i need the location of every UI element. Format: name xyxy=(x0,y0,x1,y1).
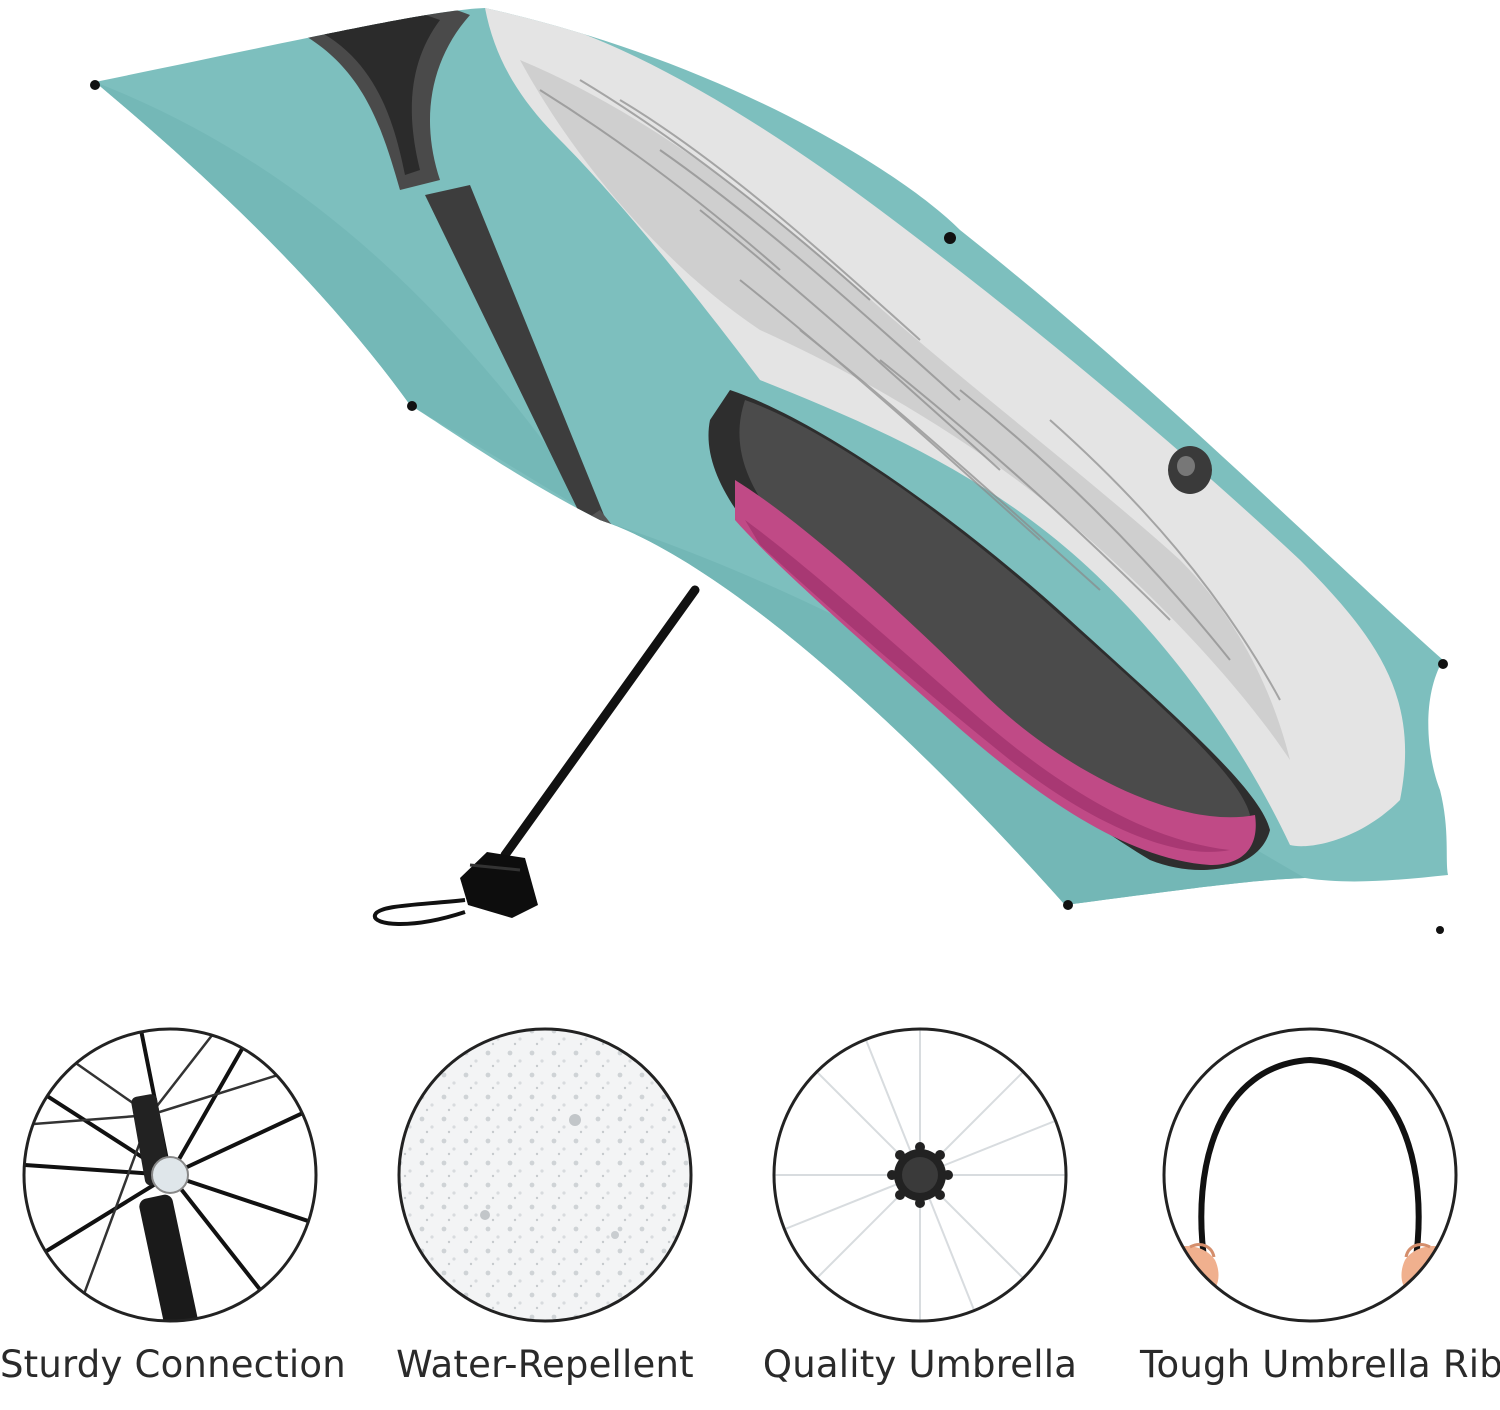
umbrella-handle xyxy=(372,852,538,926)
umbrella-product-image xyxy=(90,8,1448,934)
headphone-pad xyxy=(735,480,1256,865)
umbrella-shaft xyxy=(500,585,700,860)
feature-label: Sturdy Connection xyxy=(0,1343,346,1386)
water-droplets-fabric-icon xyxy=(397,1027,693,1323)
flexible-rib-hands-icon xyxy=(1162,1027,1458,1323)
bent-rib xyxy=(1198,1056,1422,1268)
umbrella-top-canopy-icon xyxy=(772,1027,1068,1323)
umbrella-frame-closeup-icon xyxy=(22,1027,318,1323)
canopy-top-cap xyxy=(887,1142,953,1208)
headphone-arm xyxy=(425,185,610,545)
feature-water-repellent: Water-Repellent xyxy=(375,1025,715,1405)
wrist-strap xyxy=(372,898,466,926)
feature-quality-umbrella: Quality Umbrella xyxy=(750,1025,1090,1405)
feature-tough-ribs: Tough Umbrella Ribs xyxy=(1140,1025,1500,1405)
feature-label: Quality Umbrella xyxy=(762,1343,1078,1386)
feature-label: Water-Repellent xyxy=(396,1343,694,1386)
feature-label: Tough Umbrella Ribs xyxy=(1140,1343,1500,1386)
rib-tips xyxy=(90,80,1448,934)
feature-sturdy-connection: Sturdy Connection xyxy=(0,1025,346,1405)
